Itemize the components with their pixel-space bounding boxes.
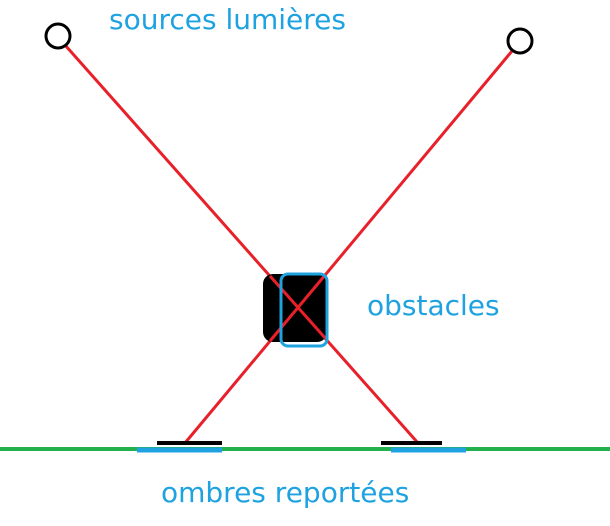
ray-right-over-obstacle xyxy=(268,273,328,342)
label-cast-shadows: ombres reportées xyxy=(161,476,410,509)
light-source-left xyxy=(44,22,72,50)
ray-left-source xyxy=(63,44,420,444)
label-obstacles: obstacles xyxy=(367,289,500,322)
obstacle-highlight xyxy=(279,272,329,348)
ray-right-source xyxy=(183,50,514,444)
light-source-right xyxy=(506,27,534,55)
label-light-sources: sources lumières xyxy=(109,3,346,36)
